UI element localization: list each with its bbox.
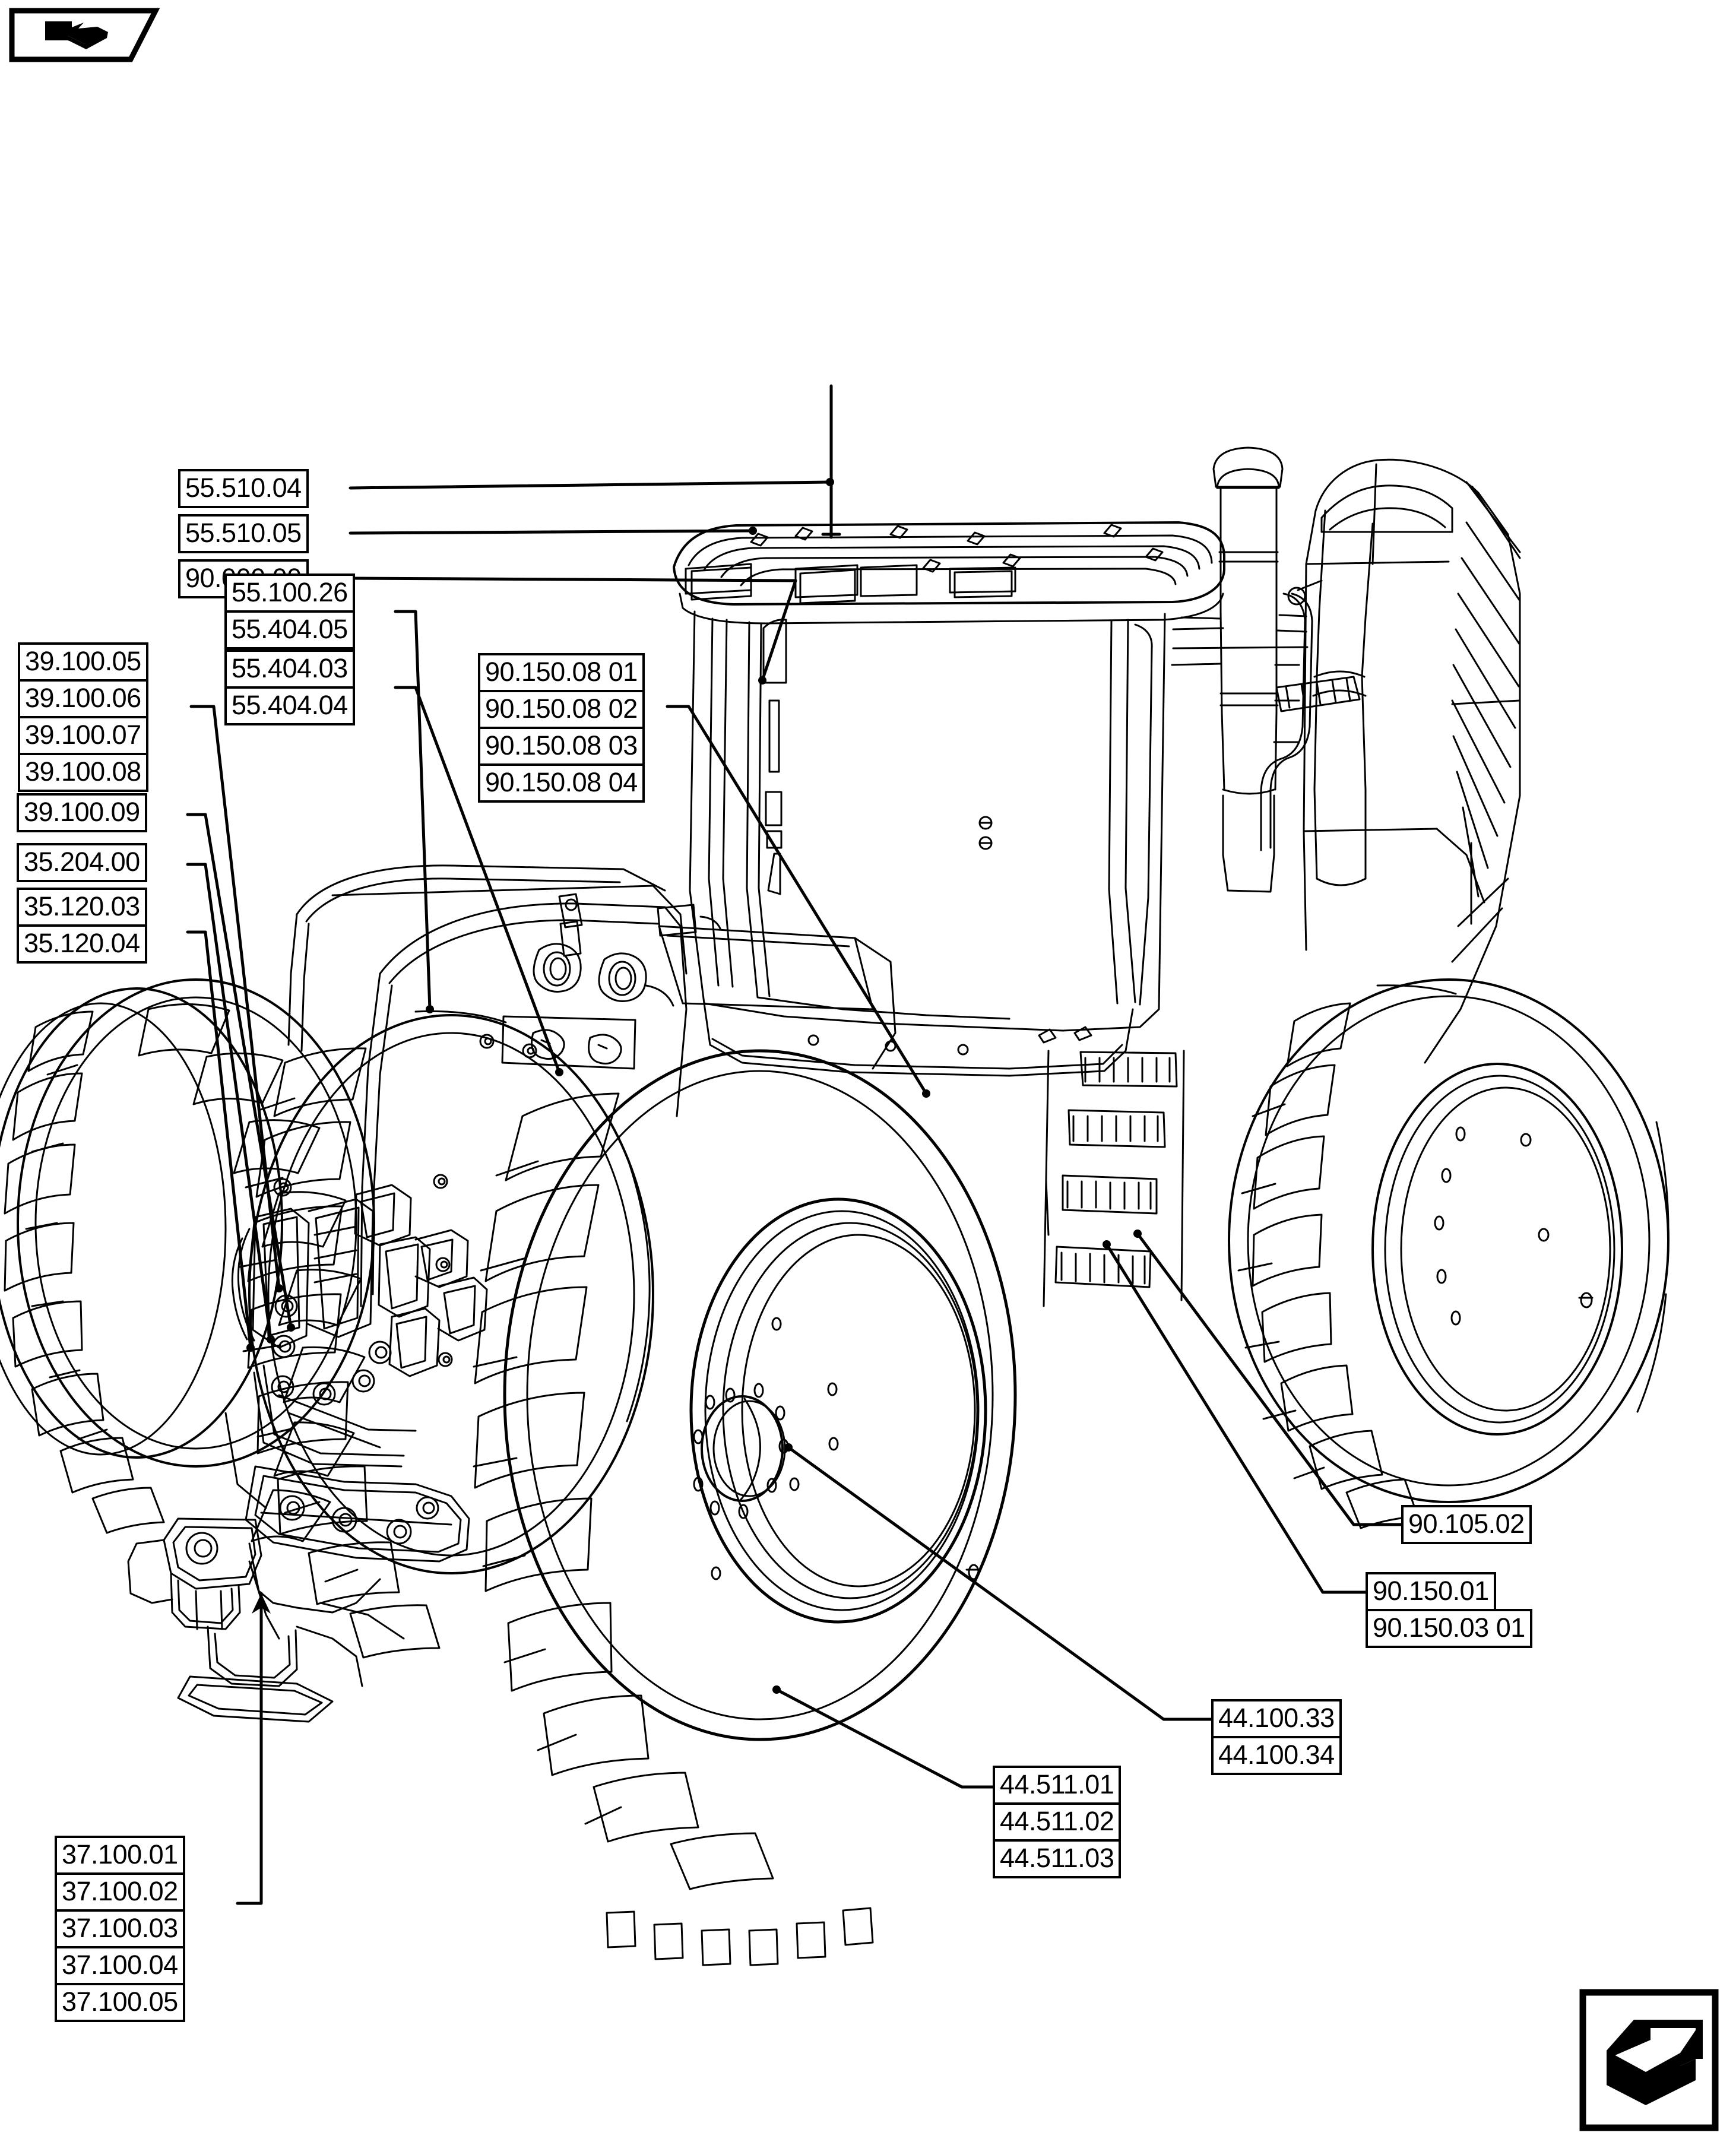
part-code-label[interactable]: 39.100.07 xyxy=(18,716,148,755)
label-group-37100[interactable]: 37.100.01 37.100.02 37.100.03 37.100.04 … xyxy=(55,1836,185,2022)
part-code-label[interactable]: 35.120.04 xyxy=(17,924,147,964)
label-group-39100-09[interactable]: 39.100.09 xyxy=(17,793,147,832)
part-code-label[interactable]: 44.511.02 xyxy=(993,1802,1122,1842)
part-code-label[interactable]: 55.404.03 xyxy=(224,649,355,689)
part-code-label[interactable]: 90.150.01 xyxy=(1366,1572,1496,1611)
part-code-label[interactable]: 44.100.33 xyxy=(1211,1699,1342,1738)
part-code-label[interactable]: 39.100.09 xyxy=(17,793,147,832)
forward-arrow-3d-icon xyxy=(1579,1989,1719,2131)
part-code-label[interactable]: 55.510.05 xyxy=(178,514,309,553)
label-group-44511[interactable]: 44.511.01 44.511.02 44.511.03 xyxy=(993,1766,1122,1878)
label-group-35204-00[interactable]: 35.204.00 xyxy=(17,843,147,882)
part-code-label[interactable]: 37.100.01 xyxy=(55,1836,185,1875)
label-group-90150-01[interactable]: 90.150.01 90.150.03 01 xyxy=(1366,1572,1532,1648)
label-group-44100[interactable]: 44.100.33 44.100.34 xyxy=(1211,1699,1342,1775)
part-code-label[interactable]: 37.100.02 xyxy=(55,1872,185,1912)
part-code-label[interactable]: 35.204.00 xyxy=(17,843,147,882)
part-code-label[interactable]: 90.150.08 02 xyxy=(478,690,645,729)
part-code-label[interactable]: 39.100.05 xyxy=(18,642,148,682)
label-group-55404-03[interactable]: 55.404.03 55.404.04 xyxy=(224,649,355,725)
part-code-label[interactable]: 44.511.01 xyxy=(993,1766,1122,1805)
part-code-label[interactable]: 90.150.08 01 xyxy=(478,653,645,692)
part-code-label[interactable]: 37.100.04 xyxy=(55,1946,185,1985)
part-code-label[interactable]: 90.105.02 xyxy=(1401,1505,1532,1544)
label-group-55510-05[interactable]: 55.510.05 xyxy=(178,514,309,553)
part-code-label[interactable]: 44.511.03 xyxy=(993,1839,1122,1878)
label-group-90105-02[interactable]: 90.105.02 xyxy=(1401,1505,1532,1544)
label-group-35120[interactable]: 35.120.03 35.120.04 xyxy=(17,888,147,964)
part-code-label[interactable]: 35.120.03 xyxy=(17,888,147,927)
part-code-label[interactable]: 39.100.08 xyxy=(18,753,148,792)
part-code-label[interactable]: 55.510.04 xyxy=(178,469,309,508)
previous-page-button[interactable] xyxy=(8,7,169,64)
part-code-label[interactable]: 55.100.26 xyxy=(224,573,355,613)
label-group-39100[interactable]: 39.100.05 39.100.06 39.100.07 39.100.08 xyxy=(18,642,148,792)
label-group-55100-26[interactable]: 55.100.26 55.404.05 xyxy=(224,573,355,649)
part-code-label[interactable]: 55.404.04 xyxy=(224,686,355,725)
part-code-label[interactable]: 55.404.05 xyxy=(224,610,355,649)
label-group-55510-04[interactable]: 55.510.04 xyxy=(178,469,309,508)
part-code-label[interactable]: 44.100.34 xyxy=(1211,1736,1342,1775)
part-code-label[interactable]: 90.150.08 03 xyxy=(478,727,645,766)
part-code-label[interactable]: 39.100.06 xyxy=(18,679,148,718)
next-page-button[interactable] xyxy=(1579,1989,1719,2131)
part-code-label[interactable]: 37.100.03 xyxy=(55,1909,185,1948)
back-arrow-3d-icon xyxy=(9,8,160,62)
part-code-label[interactable]: 37.100.05 xyxy=(55,1983,185,2022)
label-group-90150-08[interactable]: 90.150.08 01 90.150.08 02 90.150.08 03 9… xyxy=(478,653,645,803)
part-code-label[interactable]: 90.150.08 04 xyxy=(478,763,645,803)
part-code-label[interactable]: 90.150.03 01 xyxy=(1366,1609,1532,1648)
